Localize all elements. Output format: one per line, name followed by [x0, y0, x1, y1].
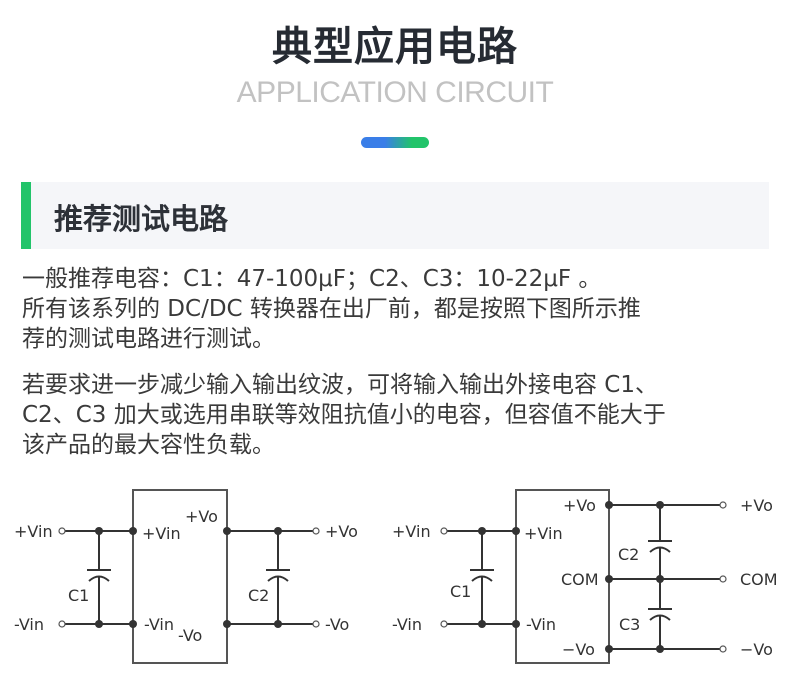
capacitor-c2-label: C2: [618, 545, 639, 564]
application-circuit-diagrams: +Vin -Vin +Vin -Vin +Vo -Vo C1 C2 +Vo -V…: [14, 489, 778, 664]
label-input-pos: +Vin: [14, 522, 53, 541]
paragraph-line: 一般推荐电容：C1：47-100μF；C2、C3：10-22μF 。: [22, 266, 602, 292]
terminal-circle: [719, 645, 727, 653]
label-output-pos: +Vo: [325, 522, 358, 541]
label-output-neg: −Vo: [740, 640, 773, 659]
page-subtitle: APPLICATION CIRCUIT: [236, 76, 554, 109]
label-input-neg: -Vin: [14, 615, 44, 634]
paragraph-line: 若要求进一步减少输入输出纹波，可将输入输出外接电容 C1、: [22, 372, 659, 398]
label-output-pos: +Vo: [740, 496, 773, 515]
junction-dot: [223, 620, 231, 628]
pin-input-pos: +Vin: [524, 524, 563, 543]
label-input-pos: +Vin: [392, 522, 431, 541]
junction-dot: [512, 527, 520, 535]
circuit-single-output: [64, 489, 314, 664]
label-input-neg: -Vin: [392, 615, 422, 634]
junction-dot: [478, 527, 486, 535]
paragraph-recommended-caps: 一般推荐电容：C1：47-100μF；C2、C3：10-22μF 。 所有该系列…: [22, 264, 782, 354]
capacitor-c1-label: C1: [450, 582, 471, 601]
junction-dot: [129, 620, 137, 628]
junction-dot: [478, 620, 486, 628]
terminal-circle: [58, 620, 66, 628]
capacitor-c2-label: C2: [248, 586, 269, 605]
pin-com: COM: [561, 570, 599, 589]
terminal-circle: [719, 501, 727, 509]
page-title: 典型应用电路: [272, 24, 518, 70]
terminal-circle: [440, 620, 448, 628]
paragraph-ripple-note: 若要求进一步减少输入输出纹波，可将输入输出外接电容 C1、 C2、C3 加大或选…: [22, 370, 782, 460]
terminal-circle: [312, 620, 320, 628]
junction-dots: [95, 527, 282, 628]
junction-dot: [605, 575, 613, 583]
pin-output-pos: +Vo: [185, 507, 218, 526]
pin-input-neg: -Vin: [526, 615, 556, 634]
label-output-com: COM: [740, 570, 778, 589]
section-header-marker: [21, 182, 31, 249]
junction-dot: [656, 501, 664, 509]
pin-output-pos: +Vo: [563, 496, 596, 515]
terminal-circle: [58, 527, 66, 535]
terminal-circle: [719, 575, 727, 583]
junction-dot: [605, 645, 613, 653]
paragraph-line: 该产品的最大容性负载。: [22, 432, 275, 458]
capacitor-c3-label: C3: [619, 615, 640, 634]
junction-dot: [223, 527, 231, 535]
junction-dot: [95, 527, 103, 535]
label-output-neg: -Vo: [325, 615, 349, 634]
pin-output-neg: −Vo: [562, 640, 595, 659]
junction-dot: [512, 620, 520, 628]
paragraph-line: C2、C3 加大或选用串联等效阻抗值小的电容，但容值不能大于: [22, 402, 666, 428]
terminal-circle: [440, 527, 448, 535]
converter-box: [132, 489, 228, 664]
terminal-circle: [312, 527, 320, 535]
junction-dot: [95, 620, 103, 628]
paragraph-line: 所有该系列的 DC/DC 转换器在出厂前，都是按照下图所示推: [22, 296, 641, 322]
junction-dot: [656, 575, 664, 583]
pin-output-neg: -Vo: [178, 626, 202, 645]
junction-dot: [274, 527, 282, 535]
terminals: [440, 501, 727, 653]
section-title: 推荐测试电路: [54, 202, 229, 236]
junction-dots: [478, 501, 664, 653]
junction-dot: [656, 645, 664, 653]
paragraph-line: 荐的测试电路进行测试。: [22, 326, 275, 352]
junction-dot: [605, 501, 613, 509]
pin-input-neg: -Vin: [144, 615, 174, 634]
title-accent-bar: [361, 137, 429, 148]
junction-dot: [129, 527, 137, 535]
capacitor-c1-label: C1: [68, 586, 89, 605]
junction-dot: [274, 620, 282, 628]
terminals: [58, 527, 320, 628]
section-header: [21, 182, 769, 249]
pin-input-pos: +Vin: [142, 524, 181, 543]
